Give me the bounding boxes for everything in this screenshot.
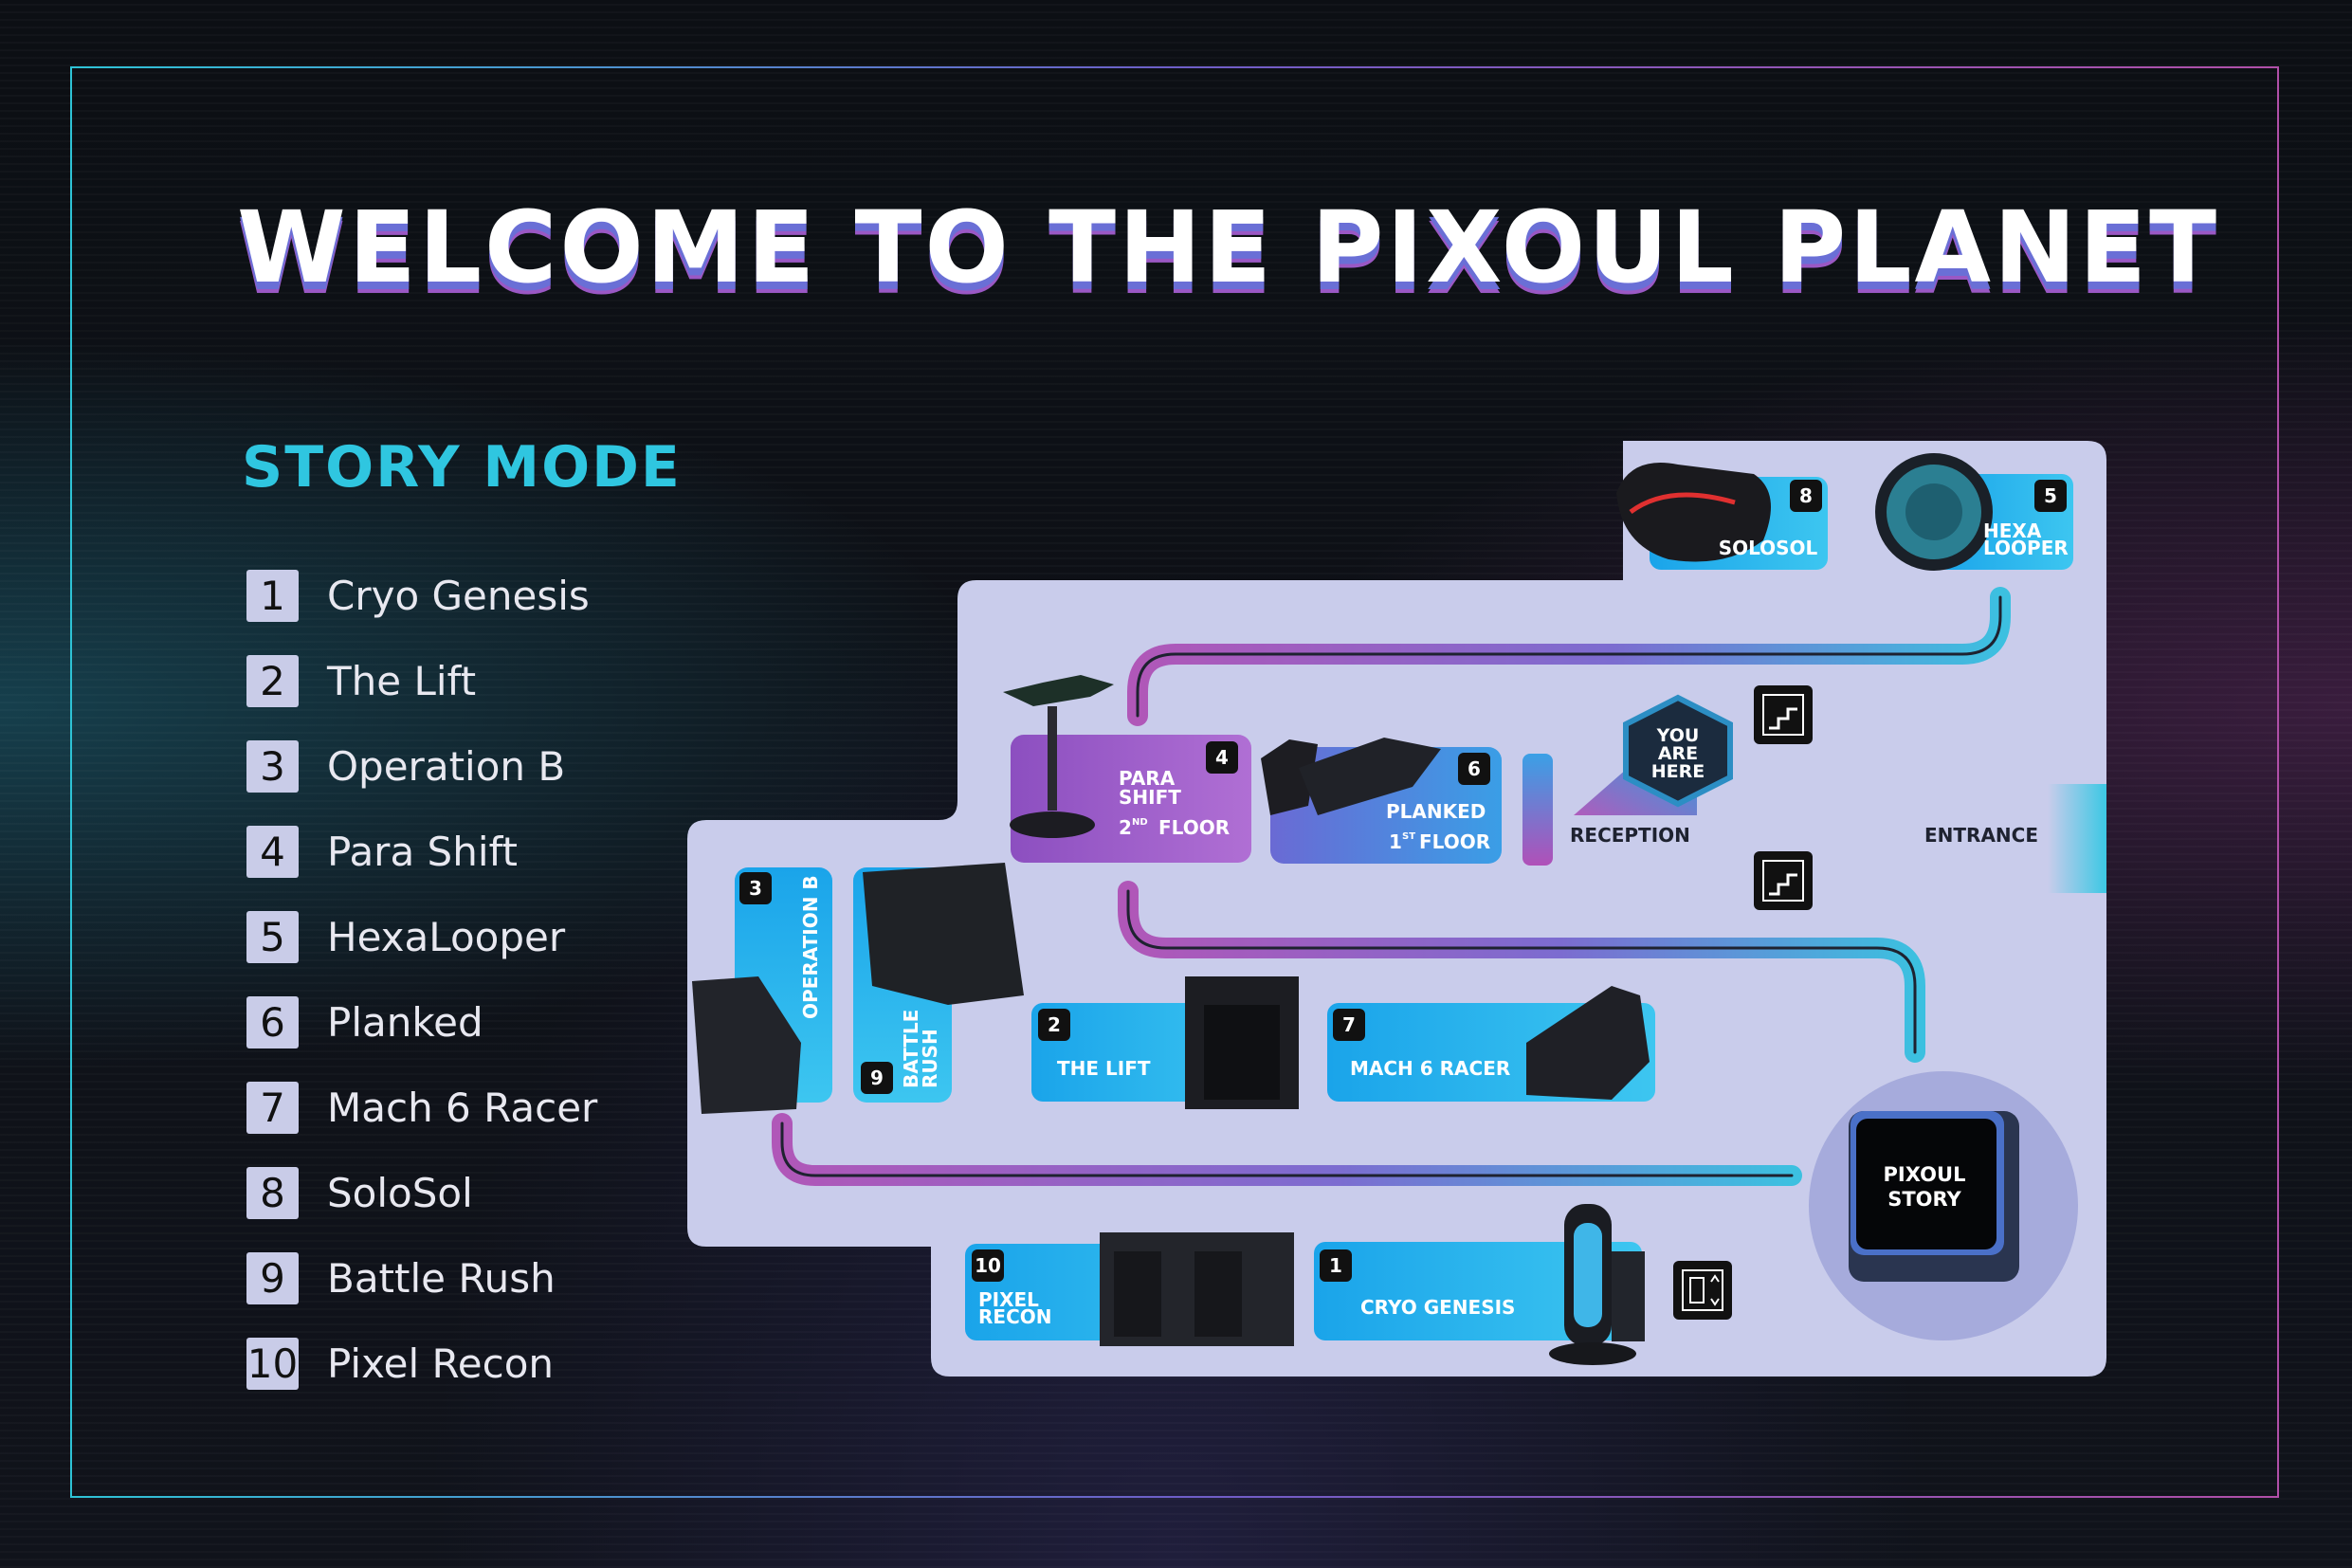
divider-bar — [1522, 754, 1553, 866]
legend-item: 5 HexaLooper — [246, 908, 565, 965]
legend-item: 7 Mach 6 Racer — [246, 1079, 597, 1136]
para-floor-sup: ND — [1132, 817, 1148, 828]
legend-number: 10 — [246, 1337, 299, 1390]
pixel-recon-label-2: RECON — [978, 1305, 1051, 1328]
legend-label: Mach 6 Racer — [327, 1084, 598, 1131]
attraction-solosol: 8 SOLOSOL — [1616, 463, 1828, 570]
pixoul-story-1: PIXOUL — [1884, 1163, 1966, 1186]
battle-rush-label-2: RUSH — [919, 1029, 941, 1088]
attraction-battle-rush: 9 BATTLE RUSH — [853, 863, 1024, 1103]
legend-label: Cryo Genesis — [327, 572, 590, 619]
legend-label: The Lift — [327, 657, 477, 704]
elevator-icon — [1673, 1261, 1732, 1320]
stairs-icon — [1754, 685, 1813, 744]
mach6-label: MACH 6 RACER — [1350, 1057, 1510, 1080]
legend-number: 5 — [246, 910, 299, 963]
legend-number: 1 — [246, 569, 299, 622]
solosol-number: 8 — [1799, 484, 1813, 507]
legend-number: 6 — [246, 995, 299, 1048]
hexa-number: 5 — [2044, 484, 2057, 507]
planked-label: PLANKED — [1386, 800, 1486, 823]
legend-label: SoloSol — [327, 1169, 473, 1216]
legend-label: Planked — [327, 998, 483, 1046]
legend-label: Para Shift — [327, 828, 518, 875]
para-label-2: SHIFT — [1119, 786, 1181, 809]
page-title: WELCOME TO THE PIXOUL PLANET — [237, 190, 2220, 305]
operation-b-number: 3 — [749, 877, 762, 900]
entrance-label: ENTRANCE — [1924, 824, 2038, 847]
legend-number: 8 — [246, 1166, 299, 1219]
legend-label: HexaLooper — [327, 913, 566, 960]
legend-number: 9 — [246, 1251, 299, 1304]
pixel-recon-label-1: PIXEL — [978, 1288, 1039, 1311]
section-title: STORY MODE — [242, 434, 682, 501]
planked-number: 6 — [1468, 757, 1481, 780]
hexa-label-1: HEXA — [1983, 520, 2042, 542]
lift-number: 2 — [1048, 1013, 1061, 1036]
planked-floor-num: 1 — [1389, 830, 1402, 853]
lift-label: THE LIFT — [1057, 1057, 1151, 1080]
stairs-icon — [1754, 851, 1813, 910]
entrance-area: ENTRANCE — [1924, 784, 2106, 893]
attraction-pixel-recon: 10 PIXEL RECON — [965, 1232, 1294, 1346]
cryo-number: 1 — [1329, 1254, 1342, 1277]
you-are-here-3: HERE — [1651, 761, 1705, 782]
attraction-cryo-genesis: 1 CRYO GENESIS — [1314, 1204, 1645, 1365]
para-floor-num: 2 — [1119, 816, 1132, 839]
walkway-paths — [772, 587, 2011, 1186]
legend-number: 2 — [246, 654, 299, 707]
pixel-recon-number: 10 — [975, 1254, 1001, 1277]
attraction-para-shift: 4 PARA SHIFT 2 ND FLOOR — [1003, 675, 1251, 863]
cryo-label: CRYO GENESIS — [1360, 1296, 1515, 1319]
legend-item: 10 Pixel Recon — [246, 1335, 554, 1392]
legend-item: 8 SoloSol — [246, 1164, 473, 1221]
you-are-here-marker — [1623, 694, 1733, 808]
mach6-number: 7 — [1342, 1013, 1356, 1036]
legend-item: 9 Battle Rush — [246, 1249, 556, 1306]
operation-b-label: OPERATION B — [799, 875, 822, 1019]
pixoul-story-hub: PIXOUL STORY — [1809, 1071, 2078, 1340]
attraction-hexalooper: 5 HEXA LOOPER — [1875, 453, 2073, 571]
pixoul-story-2: STORY — [1887, 1188, 1961, 1211]
legend-item: 6 Planked — [246, 994, 483, 1050]
para-number: 4 — [1215, 746, 1229, 769]
battle-rush-label-1: BATTLE — [900, 1010, 922, 1088]
you-are-here-1: YOU — [1656, 725, 1700, 746]
para-label-1: PARA — [1119, 767, 1176, 790]
planked-floor-sup: ST — [1402, 831, 1415, 842]
battle-rush-number: 9 — [870, 1067, 884, 1089]
solosol-label: SOLOSOL — [1719, 537, 1818, 559]
legend-number: 4 — [246, 825, 299, 878]
attraction-the-lift: 2 THE LIFT — [1031, 976, 1299, 1109]
legend-item: 1 Cryo Genesis — [246, 567, 590, 624]
reception-label: RECEPTION — [1570, 824, 1690, 847]
legend-number: 3 — [246, 739, 299, 793]
legend-label: Battle Rush — [327, 1254, 556, 1302]
entrance-door — [2048, 784, 2106, 893]
para-floor-text: FLOOR — [1158, 816, 1230, 839]
attraction-planked: 6 PLANKED 1 ST FLOOR — [1261, 738, 1502, 864]
you-are-here-2: ARE — [1658, 743, 1698, 764]
legend-item: 3 Operation B — [246, 738, 565, 794]
map-floor — [687, 441, 2106, 1377]
legend-label: Pixel Recon — [327, 1340, 555, 1387]
legend-item: 4 Para Shift — [246, 823, 518, 880]
attraction-operation-b: 3 OPERATION B — [692, 867, 832, 1114]
legend-label: Operation B — [327, 742, 566, 790]
hexa-label-2: LOOPER — [1983, 537, 2069, 559]
reception-area: YOU ARE HERE RECEPTION — [1570, 694, 1733, 847]
attraction-mach6-racer: 7 MACH 6 RACER — [1327, 986, 1655, 1102]
planked-floor-text: FLOOR — [1419, 830, 1490, 853]
legend-item: 2 The Lift — [246, 652, 476, 709]
legend-number: 7 — [246, 1081, 299, 1134]
